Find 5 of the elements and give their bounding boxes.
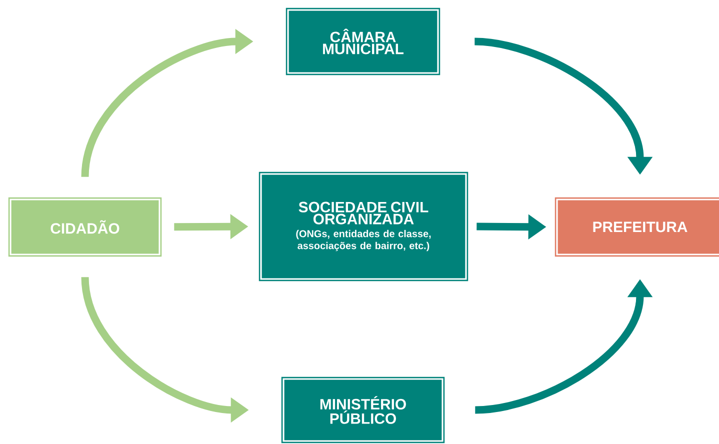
process-box: CÂMARA MUNICIPAL	[286, 8, 440, 76]
process-box: SOCIEDADE CIVIL ORGANIZADA (ONGs, entidades de classe, associações de bairro, etc.)	[258, 172, 468, 282]
process-box: MINISTÉRIO PÚBLICO	[281, 376, 445, 444]
process-box: CIDADÃO	[8, 197, 162, 257]
process-box: PREFEITURA	[554, 197, 719, 257]
